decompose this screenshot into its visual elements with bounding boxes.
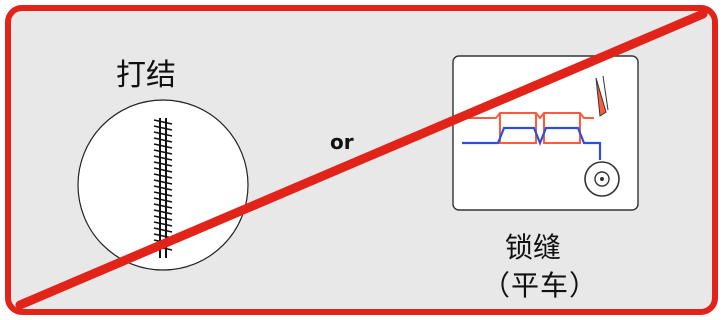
lockstitch-sub-label: （平车） xyxy=(482,269,599,302)
prohibition-slash-icon xyxy=(15,9,708,310)
bartack-label: 打结 xyxy=(116,58,176,93)
or-label: or xyxy=(330,130,354,154)
lockstitch-label: 锁缝 xyxy=(505,231,562,264)
lockstitch-machine-icon xyxy=(452,55,639,211)
